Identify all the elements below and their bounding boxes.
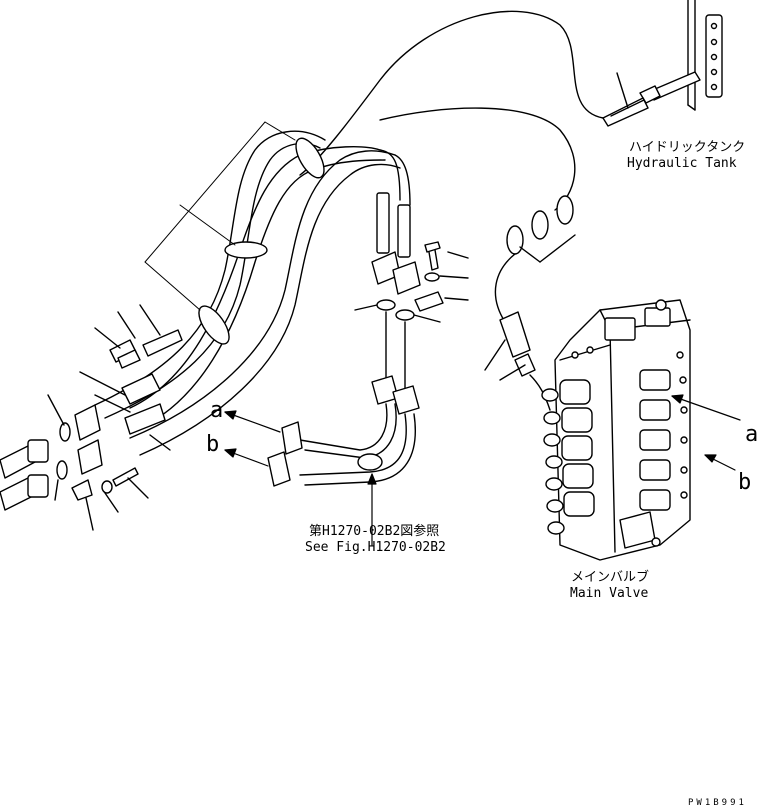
drain-hose-2 <box>379 107 576 211</box>
hydraulic-tank-label-jp: ハイドリックタンク <box>629 140 746 155</box>
vertical-hoses <box>371 192 421 295</box>
left-fittings <box>74 304 183 475</box>
main-valve <box>541 299 691 561</box>
arrow-label-a-left: a <box>210 398 224 423</box>
hose-clamps <box>198 137 325 345</box>
pipe-assembly <box>267 311 420 487</box>
large-hoses <box>94 130 411 456</box>
drawing-code: PW1B991 <box>688 798 747 808</box>
hydraulic-tank-label-en: Hydraulic Tank <box>627 156 737 171</box>
far-left-flanges <box>0 394 149 531</box>
clamp-callout <box>144 121 296 311</box>
arrows-ab <box>224 410 377 546</box>
drain-hose <box>299 10 604 176</box>
tank-fitting <box>602 71 701 127</box>
figure-ref-label-en: See Fig.H1270-02B2 <box>305 540 446 555</box>
center-bolt-set <box>354 241 469 323</box>
figure-ref-label-jp: 第H1270-02B2図参照 <box>309 524 440 539</box>
valve-clamps <box>484 195 576 411</box>
valve-spools <box>541 346 688 547</box>
main-valve-label-jp: メインバルブ <box>571 570 650 585</box>
arrow-label-a-right: a <box>745 422 759 447</box>
main-valve-label-en: Main Valve <box>570 586 649 601</box>
arrow-label-b-left: b <box>206 432 220 457</box>
hydraulic-tank <box>687 0 723 111</box>
arrow-label-b-right: b <box>738 470 752 495</box>
valve-arrows <box>671 394 741 471</box>
